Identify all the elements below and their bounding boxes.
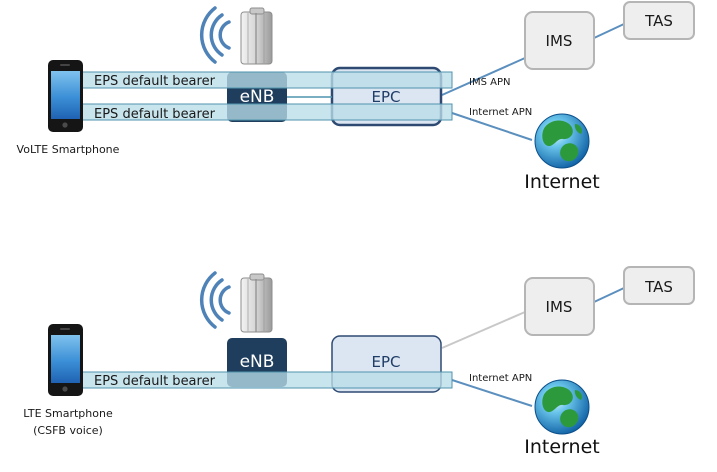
ims-link	[441, 57, 526, 96]
internet-label: Internet	[524, 436, 599, 458]
radio-waves-icon	[199, 6, 231, 64]
internet-apn-label: Internet APN	[469, 373, 532, 384]
enb-label: eNB	[240, 352, 275, 372]
cell-tower-icon	[240, 7, 273, 65]
globe-icon	[534, 113, 590, 169]
ims-link-inactive	[441, 311, 526, 349]
eps-bearer-label-1: EPS default bearer	[94, 74, 216, 89]
ims-label: IMS	[546, 32, 573, 50]
smartphone-icon	[48, 324, 83, 396]
cell-tower-icon	[240, 273, 273, 333]
epc-label: EPC	[372, 353, 401, 371]
internet-link	[451, 379, 533, 407]
ims-tas-link	[593, 287, 625, 303]
device-label: VoLTE Smartphone	[17, 143, 120, 156]
internet-link	[451, 112, 533, 141]
tas-label: TAS	[644, 278, 673, 296]
volte-scenario: eNB EPC EPS default bearer EPS default b…	[17, 1, 695, 193]
enb-label: eNB	[240, 87, 275, 107]
device-label-line2: (CSFB voice)	[33, 424, 103, 437]
eps-bearer-label-1: EPS default bearer	[94, 374, 216, 389]
ims-tas-link	[593, 23, 625, 39]
tas-node	[623, 1, 695, 40]
eps-bearer-label-2: EPS default bearer	[94, 107, 216, 122]
radio-waves-icon	[199, 271, 231, 329]
internet-label: Internet	[524, 171, 599, 193]
csfb-scenario: EPC eNB EPS default bearer Internet APN …	[23, 266, 695, 458]
ims-node	[524, 277, 595, 336]
tas-node	[623, 266, 695, 305]
internet-apn-label: Internet APN	[469, 107, 532, 118]
smartphone-icon	[48, 60, 83, 132]
epc-label: EPC	[372, 88, 401, 106]
device-label-line1: LTE Smartphone	[23, 407, 113, 420]
ims-node	[524, 11, 595, 70]
globe-icon	[534, 379, 590, 435]
ims-apn-label: IMS APN	[469, 77, 510, 88]
ims-label: IMS	[546, 298, 573, 316]
tas-label: TAS	[644, 12, 673, 30]
